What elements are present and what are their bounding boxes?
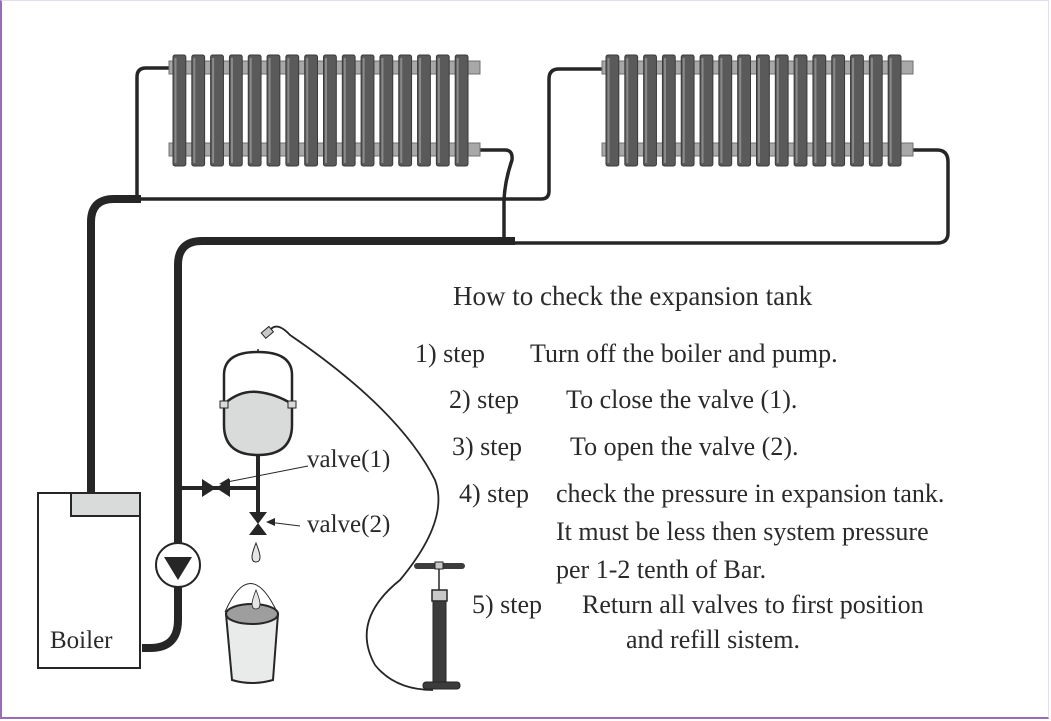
radiator2-return-pipe bbox=[515, 148, 950, 245]
radiator-section-highlight bbox=[701, 58, 704, 163]
expansion-tank-icon bbox=[219, 349, 297, 457]
pipe-network bbox=[87, 66, 950, 652]
radiator-section-highlight bbox=[325, 58, 327, 163]
step-4-text-line-1: check the pressure in expansion tank. bbox=[556, 479, 944, 508]
radiator-section-highlight bbox=[814, 58, 817, 163]
boiler-top-panel bbox=[70, 492, 141, 517]
radiator-2 bbox=[601, 54, 914, 167]
circulation-pump-icon bbox=[155, 542, 201, 588]
radiator-section-highlight bbox=[795, 58, 798, 163]
valve2-callout: valve(2) bbox=[266, 511, 390, 538]
radiator-section-highlight bbox=[174, 58, 177, 163]
radiator-section-highlight bbox=[607, 58, 610, 163]
radiator2-supply-pipe bbox=[141, 67, 604, 201]
step-3-text: To open the valve (2). bbox=[570, 432, 799, 461]
radiator-section-highlight bbox=[739, 58, 742, 163]
step-5-text-line-2: and refill sistem. bbox=[626, 625, 800, 654]
step-4-text-line-3: per 1-2 tenth of Bar. bbox=[556, 555, 766, 584]
step-4-text-line-2: It must be less then system pressure bbox=[556, 517, 929, 546]
return-main-pipe bbox=[142, 237, 515, 652]
bucket-icon bbox=[224, 583, 280, 684]
radiator-section-highlight bbox=[419, 58, 422, 163]
radiator-section-highlight bbox=[833, 58, 836, 163]
radiator-section-highlight bbox=[287, 58, 290, 163]
radiator-section-highlight bbox=[437, 58, 440, 163]
radiator-section-highlight bbox=[645, 58, 648, 163]
radiator-section-highlight bbox=[249, 58, 252, 163]
supply-riser-pipe bbox=[87, 195, 141, 493]
radiator-section-highlight bbox=[852, 58, 855, 163]
radiator-section-highlight bbox=[306, 58, 309, 163]
radiator1-supply-pipe bbox=[135, 66, 170, 199]
radiator-section-highlight bbox=[230, 58, 233, 163]
radiator-section-highlight bbox=[720, 58, 723, 163]
radiator-section-highlight bbox=[758, 58, 760, 163]
valve1-label: valve(1) bbox=[307, 446, 390, 473]
valve-icon bbox=[249, 512, 267, 524]
radiator-1 bbox=[168, 54, 481, 167]
step-2-number: 2) step bbox=[449, 385, 519, 414]
water-drop-icon bbox=[251, 541, 261, 563]
air-pump-icon[interactable] bbox=[414, 561, 465, 690]
radiator-section-highlight bbox=[212, 58, 215, 163]
radiator-section-highlight bbox=[362, 58, 365, 163]
boiler-label: Boiler bbox=[50, 627, 113, 654]
radiator-section-highlight bbox=[870, 58, 873, 163]
radiator-section-highlight bbox=[682, 58, 685, 163]
radiator-section-highlight bbox=[268, 58, 271, 163]
boiler-icon bbox=[37, 492, 141, 669]
step-2-text: To close the valve (1). bbox=[566, 385, 797, 414]
radiator-section-highlight bbox=[626, 58, 629, 163]
air-hose bbox=[260, 325, 440, 691]
valve-2[interactable] bbox=[249, 512, 267, 535]
step-3-number: 3) step bbox=[452, 432, 522, 461]
valve-icon bbox=[202, 479, 216, 497]
valve1-callout: valve(1) bbox=[219, 446, 390, 486]
boiler: Boiler bbox=[37, 492, 141, 669]
valve2-label: valve(2) bbox=[307, 511, 390, 538]
radiator-section-highlight bbox=[456, 58, 459, 163]
step-5-number: 5) step bbox=[472, 590, 542, 619]
radiator-section-highlight bbox=[193, 58, 196, 163]
radiator1-return-pipe bbox=[479, 148, 514, 241]
radiator-section-highlight bbox=[663, 58, 666, 163]
instructions: How to check the expansion tank 1) step … bbox=[415, 281, 944, 654]
instructions-title: How to check the expansion tank bbox=[453, 281, 813, 311]
radiator-section-highlight bbox=[381, 58, 384, 163]
radiator-section-highlight bbox=[776, 58, 779, 163]
step-4-number: 4) step bbox=[459, 479, 529, 508]
radiator-section-highlight bbox=[400, 58, 403, 163]
step-5-text-line-1: Return all valves to first position bbox=[582, 590, 924, 619]
step-1-number: 1) step bbox=[415, 339, 485, 368]
radiator-section-highlight bbox=[343, 58, 346, 163]
step-1-text: Turn off the boiler and pump. bbox=[530, 339, 838, 368]
radiator-section-highlight bbox=[889, 58, 892, 163]
